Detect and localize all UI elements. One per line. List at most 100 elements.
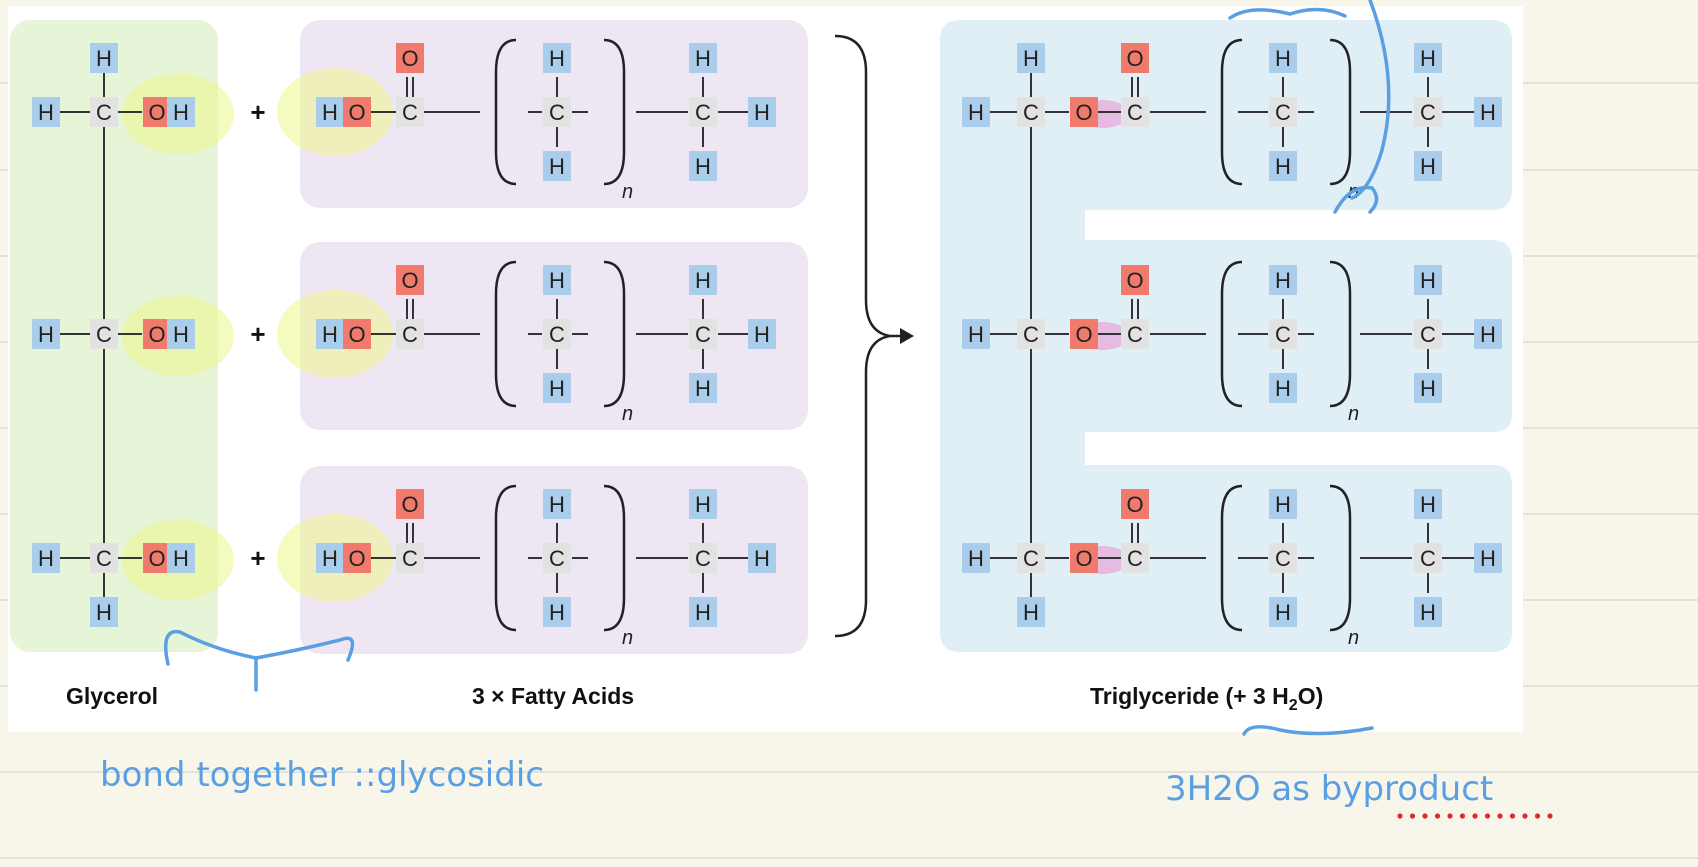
atom-h: H (689, 597, 717, 627)
atom-symbol: H (1275, 376, 1291, 401)
atom-symbol: C (96, 100, 112, 125)
atom-h: H (543, 373, 571, 403)
circled-n-mark (1333, 185, 1379, 214)
atom-h: H (962, 543, 990, 573)
atom-symbol: O (1126, 268, 1143, 293)
atom-symbol: O (148, 100, 165, 125)
atom-symbol: O (148, 546, 165, 571)
atom-symbol: C (1420, 546, 1436, 571)
atom-symbol: C (1275, 546, 1291, 571)
atom-symbol: O (1126, 46, 1143, 71)
atom-h: H (1474, 319, 1502, 349)
atom-h: H (748, 319, 776, 349)
atom-h: H (1017, 43, 1045, 73)
repeat-unit-brackets (494, 38, 1352, 632)
atom-h: H (1414, 151, 1442, 181)
atom-o: O (1070, 543, 1098, 573)
atom-h: H (167, 543, 195, 573)
atom-symbol: H (38, 546, 54, 571)
atom-symbol: C (402, 546, 418, 571)
atom-symbol: O (1075, 546, 1092, 571)
atom-symbol: H (1275, 268, 1291, 293)
atom-symbol: H (322, 100, 338, 125)
atom-symbol: H (968, 100, 984, 125)
red-dot (1447, 813, 1453, 819)
bracket-left (1220, 484, 1243, 632)
bracket-left (494, 38, 517, 186)
red-dot (1434, 813, 1441, 819)
bracket-right (1329, 484, 1352, 632)
atom-symbol: C (1420, 100, 1436, 125)
atom-symbol: H (695, 492, 711, 517)
red-dot (1484, 813, 1491, 819)
atom-symbol: H (549, 268, 565, 293)
atom-symbol: C (695, 546, 711, 571)
atom-symbol: H (173, 322, 189, 347)
atom-symbol: C (1023, 322, 1039, 347)
plus-sign: + (250, 543, 265, 573)
atom-symbol: C (695, 100, 711, 125)
atom-c: C (543, 97, 571, 127)
atom-c: C (396, 97, 424, 127)
fatty-acids-label: 3 × Fatty Acids (472, 683, 634, 709)
atom-c: C (1121, 319, 1149, 349)
atom-c: C (543, 543, 571, 573)
atom-c: C (1269, 319, 1297, 349)
atom-symbol: O (348, 100, 365, 125)
atom-h: H (689, 489, 717, 519)
atom-symbol: O (1075, 100, 1092, 125)
atom-symbol: C (695, 322, 711, 347)
atom-o: O (1121, 265, 1149, 295)
bracket-left (494, 484, 517, 632)
atom-symbol: H (1023, 600, 1039, 625)
atom-symbol: H (968, 546, 984, 571)
handwritten-annotations (164, 0, 1391, 736)
atom-symbol: H (549, 492, 565, 517)
atom-symbol: C (1127, 546, 1143, 571)
atom-h: H (543, 43, 571, 73)
repeat-subscript: n (1348, 627, 1359, 649)
triglyceride-label: Triglyceride (+ 3 H2O) (1090, 683, 1323, 714)
atom-symbol: H (1275, 492, 1291, 517)
atom-symbol: O (401, 46, 418, 71)
atom-c: C (543, 319, 571, 349)
atom-c: C (1269, 97, 1297, 127)
atom-symbol: H (1275, 46, 1291, 71)
bracket-right (603, 38, 626, 186)
atom-symbol: O (148, 322, 165, 347)
reaction-arrow-icon (900, 328, 914, 344)
atom-symbol: H (1420, 376, 1436, 401)
atom-c: C (1414, 97, 1442, 127)
atom-symbol: H (1420, 600, 1436, 625)
atom-symbol: H (754, 322, 770, 347)
atom-symbol: H (695, 376, 711, 401)
atom-symbol: C (96, 322, 112, 347)
atom-symbol: C (549, 100, 565, 125)
atom-o: O (143, 543, 171, 573)
atom-c: C (1414, 543, 1442, 573)
atom-o: O (343, 319, 371, 349)
red-dot (1422, 813, 1428, 819)
atom-symbol: C (402, 322, 418, 347)
atom-c: C (689, 543, 717, 573)
atom-symbol: H (754, 100, 770, 125)
atom-symbol: C (96, 546, 112, 571)
bracket-right (1329, 38, 1352, 186)
bracket-right (1329, 260, 1352, 408)
atom-c: C (1017, 97, 1045, 127)
atom-h: H (316, 543, 344, 573)
atom-o: O (1121, 43, 1149, 73)
atom-c: C (396, 543, 424, 573)
bracket-right (603, 260, 626, 408)
atom-h: H (1269, 265, 1297, 295)
handwritten-note-right: 3H2O as byproduct (1165, 769, 1493, 809)
atom-h: H (543, 151, 571, 181)
atom-symbol: C (402, 100, 418, 125)
atom-symbol: H (1480, 100, 1496, 125)
atom-symbol: H (1480, 322, 1496, 347)
atom-c: C (1414, 319, 1442, 349)
atom-symbol: H (549, 46, 565, 71)
atom-h: H (1269, 597, 1297, 627)
red-dot (1472, 813, 1478, 819)
